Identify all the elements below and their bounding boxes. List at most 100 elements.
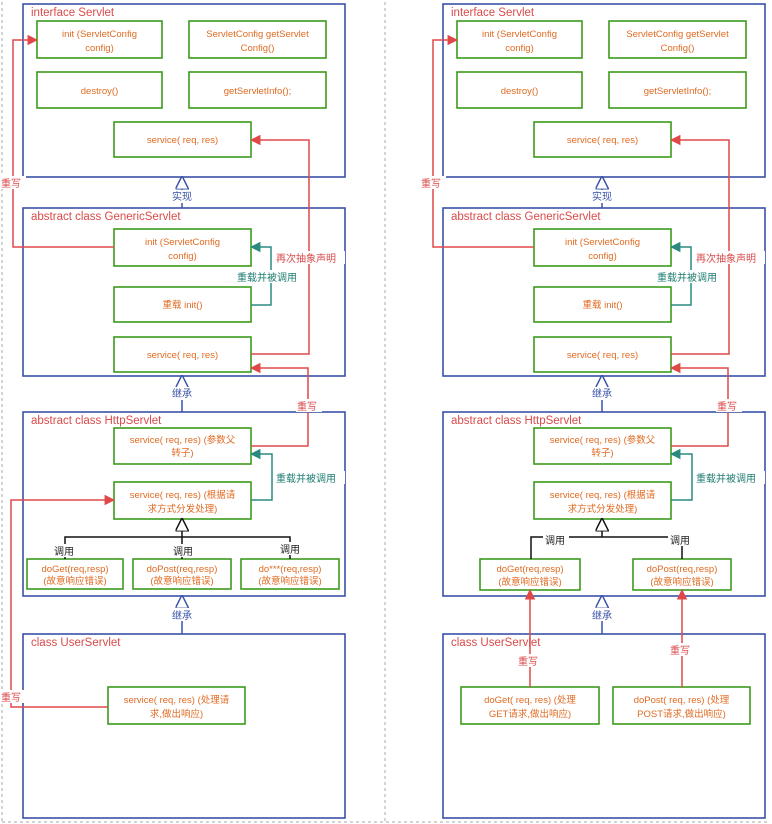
box-line: doGet( req, res) (处理	[484, 694, 576, 706]
box-line: init (ServletConfig	[482, 29, 557, 40]
servlet-get-info-box: getServletInfo();	[188, 71, 327, 109]
frame-title: abstract class HttpServlet	[31, 415, 162, 427]
call-label: 调用	[545, 535, 565, 547]
override-user-service-arrow	[10, 494, 116, 708]
box-line: destroy()	[81, 86, 118, 97]
generic-init-box: init (ServletConfig config)	[533, 228, 672, 267]
override-label: 重写	[1, 177, 21, 190]
servlet-service-box: service( req, res)	[113, 121, 252, 158]
frame-title: class UserServlet	[451, 637, 541, 649]
override-label: 重写	[518, 655, 538, 668]
box-line: (故意响应错误)	[258, 575, 321, 587]
frame-title: abstract class HttpServlet	[451, 415, 582, 427]
box-line: config)	[85, 43, 114, 54]
box-line: init (ServletConfig	[62, 29, 137, 40]
servlet-get-config-box: ServletConfig getServlet Config()	[188, 20, 327, 59]
box-line: doPost(req,resp)	[647, 564, 718, 575]
box-line: config)	[588, 251, 617, 262]
http-service-parent-box: service( req, res) (参数父 转子)	[533, 427, 672, 465]
overload-service-arrow	[249, 448, 273, 501]
box-line: 求,做出响应)	[150, 708, 203, 720]
extends-label: 继承	[172, 609, 192, 622]
call-label: 调用	[280, 544, 300, 556]
box-line: service( req, res)	[567, 350, 638, 361]
override-init-arrow	[432, 34, 534, 248]
box-line: doPost( req, res) (处理	[634, 694, 730, 706]
box-line: Config()	[661, 43, 695, 54]
box-line: Config()	[241, 43, 275, 54]
generic-overload-init-box: 重载 init()	[533, 286, 672, 323]
call-label: 调用	[173, 546, 193, 558]
override-label: 重写	[421, 177, 441, 190]
http-dopost-box: doPost(req,resp) (故意响应错误)	[132, 558, 232, 590]
box-line: 转子)	[171, 447, 193, 459]
http-doother-box: do***(req,resp) (故意响应错误)	[240, 558, 340, 590]
servlet-destroy-box: destroy()	[36, 71, 163, 109]
user-dopost-box: doPost( req, res) (处理 POST请求,做出响应)	[612, 686, 751, 725]
box-line: doGet(req,resp)	[41, 564, 108, 575]
implements-label: 实现	[172, 190, 192, 203]
override-label: 重写	[297, 400, 317, 413]
override-init-arrow	[12, 34, 114, 248]
redeclare-label: 再次抽象声明	[696, 252, 756, 265]
box-line: service( req, res) (参数父	[130, 434, 236, 446]
box-line: service( req, res) (处理请	[124, 694, 230, 706]
servlet-service-box: service( req, res)	[533, 121, 672, 158]
frame-title: interface Servlet	[451, 7, 535, 19]
http-service-dispatch-box: service( req, res) (根据请 求方式分发处理)	[113, 481, 252, 520]
box-line: 重载 init()	[582, 299, 622, 311]
override-label: 重写	[717, 400, 737, 413]
box-line: init (ServletConfig	[565, 237, 640, 248]
box-line: config)	[505, 43, 534, 54]
generic-service-box: service( req, res)	[113, 336, 252, 373]
box-line: (故意响应错误)	[498, 576, 561, 588]
user-service-box: service( req, res) (处理请 求,做出响应)	[107, 686, 246, 725]
override-label: 重写	[670, 644, 690, 657]
box-line: destroy()	[501, 86, 538, 97]
box-line: service( req, res)	[567, 135, 638, 146]
http-service-parent-box: service( req, res) (参数父 转子)	[113, 427, 252, 465]
servlet-get-info-box: getServletInfo();	[608, 71, 747, 109]
box-line: do***(req,resp)	[259, 564, 322, 575]
box-line: init (ServletConfig	[145, 237, 220, 248]
right-diagram: interface Servlet init (ServletConfig co…	[420, 3, 766, 819]
left-diagram: interface Servlet init (ServletConfig co…	[0, 3, 346, 819]
frame-title: abstract class GenericServlet	[451, 211, 601, 223]
extends-label: 继承	[592, 609, 612, 622]
box-line: doGet(req,resp)	[496, 564, 563, 575]
redeclare-label: 再次抽象声明	[276, 252, 336, 265]
redeclare-service-arrow	[669, 134, 730, 355]
box-line: POST请求,做出响应)	[637, 708, 726, 720]
call-label: 调用	[670, 535, 690, 547]
box-line: 求方式分发处理)	[568, 503, 638, 515]
box-line: (故意响应错误)	[43, 575, 106, 587]
call-tree-line	[530, 536, 683, 559]
generic-service-box: service( req, res)	[533, 336, 672, 373]
http-doget-box: doGet(req,resp) (故意响应错误)	[479, 558, 581, 591]
http-service-dispatch-box: service( req, res) (根据请 求方式分发处理)	[533, 481, 672, 520]
extends-label: 继承	[592, 387, 612, 400]
frame-title: abstract class GenericServlet	[31, 211, 181, 223]
user-doget-box: doGet( req, res) (处理 GET请求,做出响应)	[460, 686, 600, 725]
overload-label: 重载并被调用	[276, 472, 336, 485]
http-dopost-box: doPost(req,resp) (故意响应错误)	[632, 558, 732, 591]
generic-init-box: init (ServletConfig config)	[113, 228, 252, 267]
servlet-init-box: init (ServletConfig config)	[36, 20, 163, 59]
box-line: (故意响应错误)	[650, 576, 713, 588]
call-label: 调用	[54, 546, 74, 558]
box-line: config)	[168, 251, 197, 262]
box-line: GET请求,做出响应)	[489, 708, 571, 720]
box-line: service( req, res) (参数父	[550, 434, 656, 446]
box-line: 重载 init()	[162, 299, 202, 311]
box-line: ServletConfig getServlet	[206, 29, 309, 40]
box-line: getServletInfo();	[224, 86, 292, 97]
servlet-destroy-box: destroy()	[456, 71, 583, 109]
box-line: service( req, res)	[147, 135, 218, 146]
overload-service-arrow	[669, 448, 693, 501]
box-line: service( req, res) (根据请	[130, 489, 236, 501]
override-label: 重写	[1, 691, 21, 704]
box-line: 求方式分发处理)	[148, 503, 218, 515]
overload-label: 重载并被调用	[237, 271, 297, 284]
frame-title: class UserServlet	[31, 637, 121, 649]
